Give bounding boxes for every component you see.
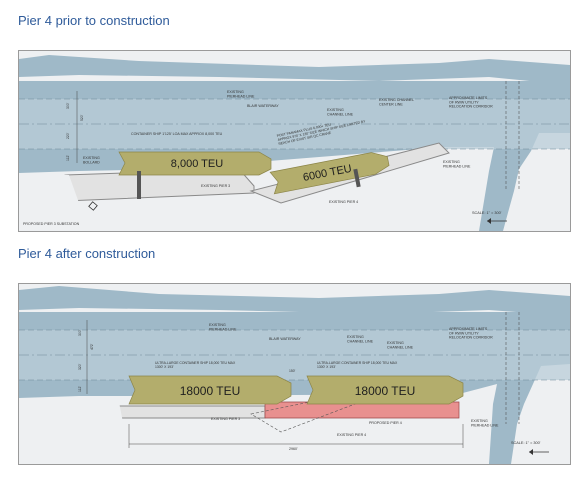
ship-8000-teu: 8,000 TEU bbox=[118, 151, 272, 176]
label-container-ship: CONTAINER SHIP 1'125' LOA MAX APPROX 8,0… bbox=[131, 132, 223, 136]
label-dim-2960: 2960' bbox=[289, 447, 298, 451]
label-pier3: EXISTING PIER 3 bbox=[201, 184, 230, 188]
label-dim-150: 150' bbox=[289, 369, 296, 373]
left-land bbox=[19, 173, 89, 231]
heading-before: Pier 4 prior to construction bbox=[18, 13, 170, 28]
pier-3 bbox=[118, 405, 266, 419]
label-substation: PROPOSED PIER 3 SUBSTATION bbox=[23, 222, 80, 226]
ship-right-label: 18000 TEU bbox=[355, 384, 416, 398]
label-pier3: EXISTING PIER 3 bbox=[211, 417, 240, 421]
ship-right-18000-teu: 18000 TEU bbox=[306, 375, 464, 405]
upper-shore-water bbox=[19, 55, 570, 85]
label-scale: SCALE: 1" = 300' bbox=[511, 441, 541, 445]
upper-shore-water bbox=[19, 286, 570, 316]
label-dim-300: 300' bbox=[66, 102, 70, 109]
north-arrow-icon bbox=[529, 449, 549, 455]
label-dim-220: 220' bbox=[66, 132, 70, 139]
proposed-pier-4 bbox=[264, 401, 460, 419]
label-dim-300: 300' bbox=[78, 329, 82, 336]
ship-left-label: 18000 TEU bbox=[180, 384, 241, 398]
crane-2 bbox=[353, 168, 361, 188]
ship-6000-teu: 6000 TEU bbox=[269, 152, 390, 195]
left-land bbox=[19, 398, 131, 464]
crane-1 bbox=[137, 171, 141, 199]
label-dim-520: 520' bbox=[80, 114, 84, 121]
ship-8000-teu-label: 8,000 TEU bbox=[171, 158, 223, 170]
label-proposed: PROPOSED PIER 4 bbox=[369, 421, 402, 425]
north-arrow-icon bbox=[487, 218, 507, 224]
ship-left-18000-teu: 18000 TEU bbox=[128, 375, 292, 405]
label-scale: SCALE: 1" = 300' bbox=[472, 211, 502, 215]
label-dim-320: 320' bbox=[78, 363, 82, 370]
label-dim-112: 112' bbox=[66, 155, 70, 161]
label-waterway: BLAIR WATERWAY bbox=[269, 337, 301, 341]
label-ulcs-left: ULTRA-LARGE CONTAINER SHIP 18,000 TEU MA… bbox=[155, 361, 236, 369]
label-dim-472: 472' bbox=[90, 343, 94, 350]
label-dim-112: 112' bbox=[78, 386, 82, 392]
label-waterway: BLAIR WATERWAY bbox=[247, 104, 279, 108]
label-ulcs-right: ULTRA-LARGE CONTAINER SHIP 18,000 TEU MA… bbox=[317, 361, 398, 369]
label-pier4: EXISTING PIER 4 bbox=[337, 433, 366, 437]
label-pier4: EXISTING PIER 4 bbox=[329, 200, 358, 204]
heading-after: Pier 4 after construction bbox=[18, 246, 156, 261]
bollard-icon bbox=[88, 201, 98, 211]
